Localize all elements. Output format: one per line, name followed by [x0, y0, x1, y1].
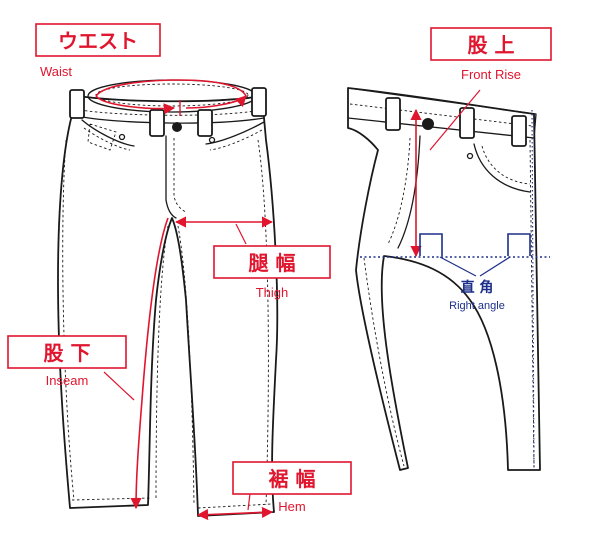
button-icon: [422, 118, 434, 130]
right-angle-label-en: Right angle: [449, 300, 505, 312]
waist-label-en: Waist: [40, 64, 72, 79]
front-rise-label-jp: 股 上: [468, 33, 515, 57]
jeans-side-view: [347, 87, 541, 471]
thigh-label-jp: 腿 幅: [249, 251, 296, 275]
belt-loop: [149, 109, 165, 137]
waist-measure-arrow: [95, 95, 176, 115]
thigh-label-box: [213, 245, 331, 279]
right-angle-mark: [507, 233, 531, 256]
waist-measure-arc: [95, 79, 247, 97]
right-angle-label-jp: 直 角: [461, 279, 494, 296]
hem-measure-arrow: [196, 506, 274, 521]
thigh-label-en: Thigh: [256, 285, 289, 300]
waist-measure-arrow: [185, 95, 247, 109]
inseam-label-box: [7, 335, 127, 369]
side-body-outline: [347, 87, 541, 471]
front-rise-label-box: [430, 27, 552, 61]
hem-label-box: [232, 461, 352, 495]
jeans-body-outline: [57, 95, 279, 517]
jeans-front-view: [57, 79, 279, 517]
belt-loop: [197, 109, 213, 137]
inseam-label-jp: 股 下: [44, 341, 91, 365]
waist-label-box: [35, 23, 161, 57]
inseam-measure-arrow: [130, 217, 169, 510]
belt-loop: [459, 107, 475, 139]
hem-label-jp: 裾 幅: [269, 467, 316, 491]
inseam-label-en: Inseam: [46, 373, 89, 388]
belt-loop: [511, 115, 527, 147]
front-rise-label-en: Front Rise: [461, 67, 521, 82]
button-icon: [172, 122, 182, 132]
belt-loop: [69, 89, 85, 119]
waist-label-jp: ウエスト: [58, 29, 138, 53]
hem-label-en: Hem: [278, 499, 305, 514]
belt-loop: [251, 87, 267, 117]
waistband: [75, 95, 265, 124]
right-angle-mark: [419, 233, 443, 256]
belt-loop: [385, 97, 401, 131]
